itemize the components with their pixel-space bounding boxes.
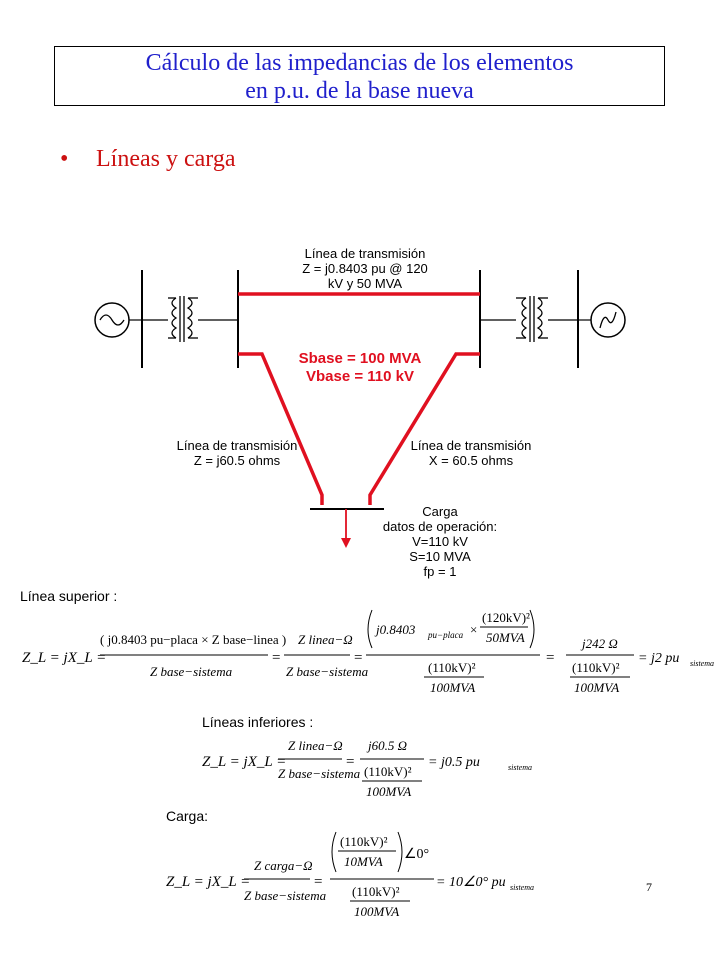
eq-lower-f1-num: Z linea−Ω (288, 738, 343, 753)
eq-upper-f4-den-b: 100MVA (574, 680, 619, 695)
left-line (238, 352, 324, 505)
eq-lower-f2-den-a: (110kV)² (364, 764, 412, 779)
section-upper: Línea superior : (20, 588, 118, 604)
eq-load-result-sub: sistema (510, 883, 534, 892)
eq-load-lhs: Z_L = jX_L = (166, 874, 250, 890)
eq-upper-f3-den-a: (110kV)² (428, 660, 476, 675)
eq-lower-result: = j0.5 pu (428, 755, 480, 770)
eq-load-f2-num-b: 10MVA (344, 854, 383, 869)
eq-upper-f3-num-sub: pu−placa (427, 630, 464, 640)
equation-load: Z_L = jX_L = Z carga−Ω Z base−sistema = … (166, 831, 534, 919)
eq-upper-result: = j2 pu (638, 651, 679, 666)
eq-load-result: = 10∠0° pu (436, 875, 506, 890)
right-generator-icon (578, 302, 626, 338)
eq-load-f2-den-b: 100MVA (354, 904, 399, 919)
equation-upper: Z_L = jX_L = ( j0.8403 pu−placa × Z base… (22, 609, 714, 695)
left-generator-icon (94, 302, 142, 338)
section-load: Carga: (166, 808, 209, 824)
load-label: Carga datos de operación: V=110 kV S=10 … (382, 504, 498, 579)
eq-load-f2-angle: ∠0° (404, 847, 429, 862)
transmission-lines (238, 292, 480, 505)
eq-upper-result-sub: sistema (690, 659, 714, 668)
section-lower: Líneas inferiores : (202, 714, 314, 730)
eq-upper-f3-num-c: 50MVA (486, 630, 525, 645)
eq-load-f2-num-a: (110kV)² (340, 834, 388, 849)
eq-upper-f2-den: Z base−sistema (286, 664, 369, 679)
eq-lower-f2-den-b: 100MVA (366, 784, 411, 799)
one-line-diagram (94, 270, 626, 548)
eq-lower-result-sub: sistema (508, 763, 532, 772)
svg-text:=: = (272, 650, 280, 666)
right-transformer-icon (480, 296, 578, 342)
svg-text:=: = (314, 874, 322, 890)
equation-lower: Z_L = jX_L = Z linea−Ω Z base−sistema = … (202, 738, 532, 799)
eq-load-f1-den: Z base−sistema (244, 888, 327, 903)
eq-load-f2-den-a: (110kV)² (352, 884, 400, 899)
title-line-2: en p.u. de la base nueva (245, 78, 474, 104)
eq-upper-lhs: Z_L = jX_L = (22, 650, 106, 666)
eq-load-f1-num: Z carga−Ω (254, 858, 313, 873)
eq-upper-f3-den-b: 100MVA (430, 680, 475, 695)
left-line-label: Línea de transmisión Z = j60.5 ohms (176, 438, 298, 468)
svg-text:=: = (546, 650, 554, 666)
svg-text:=: = (346, 754, 354, 770)
page-number: 7 (646, 880, 652, 894)
title-box: Cálculo de las impedancias de los elemen… (54, 46, 665, 106)
eq-upper-f3-num-a: j0.8403 (374, 622, 416, 637)
bullet-item: • Líneas y carga (60, 146, 236, 173)
bullet-glyph: • (60, 146, 69, 172)
eq-upper-f3-num-b: (120kV)² (482, 610, 530, 625)
base-label: Sbase = 100 MVA Vbase = 110 kV (298, 350, 422, 385)
eq-lower-lhs: Z_L = jX_L = (202, 754, 286, 770)
top-line-label: Línea de transmisión Z = j0.8403 pu @ 12… (302, 246, 428, 291)
eq-upper-f1-den: Z base−sistema (150, 664, 233, 679)
right-line-label: Línea de transmisión X = 60.5 ohms (410, 438, 532, 468)
eq-lower-f1-den: Z base−sistema (278, 766, 361, 781)
eq-upper-f4-num: j242 Ω (580, 636, 618, 651)
eq-upper-f1-num: ( j0.8403 pu−placa × Z base−linea ) (100, 632, 286, 647)
right-line (368, 352, 480, 505)
svg-text:×: × (470, 622, 477, 637)
eq-upper-f4-den-a: (110kV)² (572, 660, 620, 675)
left-transformer-icon (142, 296, 238, 342)
eq-upper-f2-num: Z linea−Ω (298, 632, 353, 647)
bullet-text: Líneas y carga (96, 146, 236, 172)
title-line-1: Cálculo de las impedancias de los elemen… (145, 50, 574, 76)
load-arrow-icon (341, 538, 351, 548)
eq-lower-f2-num: j60.5 Ω (366, 738, 407, 753)
svg-text:=: = (354, 650, 362, 666)
